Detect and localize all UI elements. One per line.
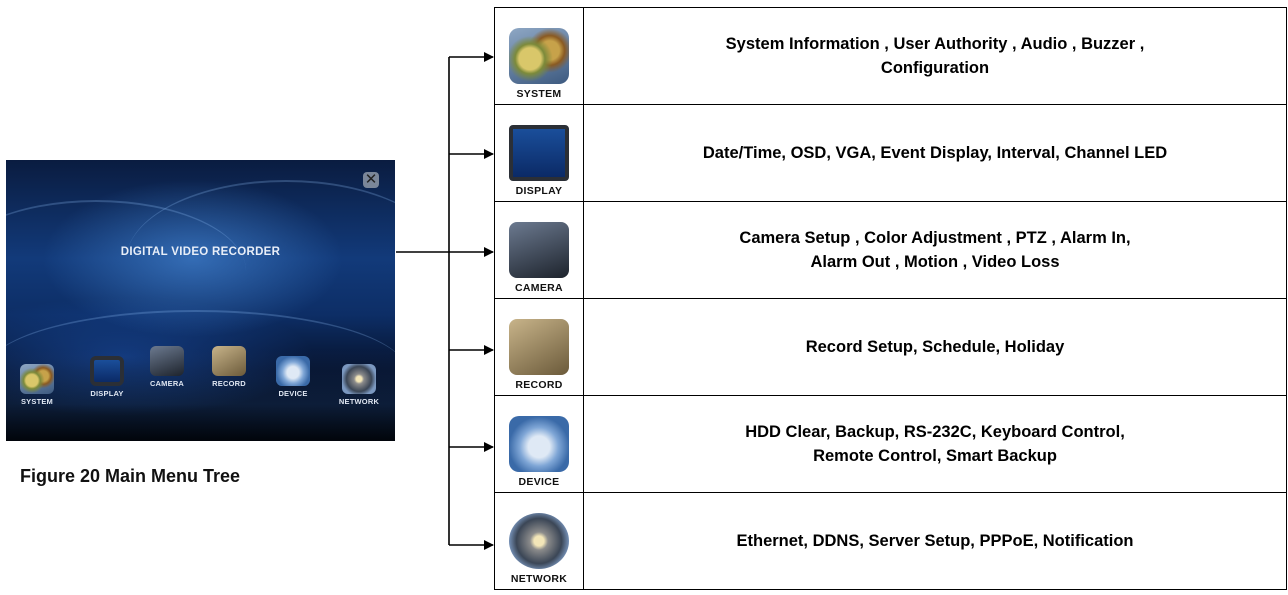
dvr-menu-label: NETWORK bbox=[338, 397, 380, 406]
record-icon bbox=[212, 346, 246, 376]
menu-row-network: NETWORK Ethernet, DDNS, Server Setup, PP… bbox=[494, 492, 1287, 590]
close-icon[interactable]: ✕ bbox=[363, 171, 379, 188]
menu-icon-cell: NETWORK bbox=[494, 492, 584, 590]
menu-description: Date/Time, OSD, VGA, Event Display, Inte… bbox=[583, 104, 1287, 202]
menu-row-device: DEVICE HDD Clear, Backup, RS-232C, Keybo… bbox=[494, 395, 1287, 493]
dvr-menu-label: SYSTEM bbox=[20, 397, 54, 406]
menu-icon-cell: DISPLAY bbox=[494, 104, 584, 202]
dvr-menu-record[interactable]: RECORD bbox=[198, 346, 260, 388]
disc-icon bbox=[509, 416, 569, 472]
dvr-menu-label: CAMERA bbox=[149, 379, 185, 388]
description-line: Configuration bbox=[880, 59, 990, 77]
monitor-icon bbox=[90, 356, 124, 386]
menu-row-record: RECORD Record Setup, Schedule, Holiday bbox=[494, 298, 1287, 396]
dvr-title: DIGITAL VIDEO RECORDER bbox=[120, 246, 281, 258]
description-line: HDD Clear, Backup, RS-232C, Keyboard Con… bbox=[745, 423, 1125, 441]
menu-description: System Information , User Authority , Au… bbox=[583, 7, 1287, 105]
gear-icon bbox=[20, 364, 54, 394]
dvr-menu-display[interactable]: DISPLAY bbox=[76, 356, 138, 398]
menu-description: Record Setup, Schedule, Holiday bbox=[583, 298, 1287, 396]
globe-icon bbox=[342, 364, 376, 394]
menu-icon-label: DEVICE bbox=[518, 476, 560, 488]
description-line: Record Setup, Schedule, Holiday bbox=[805, 338, 1065, 356]
menu-description: Camera Setup , Color Adjustment , PTZ , … bbox=[583, 201, 1287, 299]
record-icon bbox=[509, 319, 569, 375]
camera-icon bbox=[150, 346, 184, 376]
dvr-menu-camera[interactable]: CAMERA bbox=[136, 346, 198, 388]
description-line: Remote Control, Smart Backup bbox=[813, 447, 1057, 465]
background-streak bbox=[126, 180, 395, 342]
dvr-menu-device[interactable]: DEVICE bbox=[262, 356, 324, 398]
menu-icon-label: RECORD bbox=[515, 379, 563, 391]
menu-icon-cell: DEVICE bbox=[494, 395, 584, 493]
camera-icon bbox=[509, 222, 569, 278]
menu-icon-cell: RECORD bbox=[494, 298, 584, 396]
menu-description: HDD Clear, Backup, RS-232C, Keyboard Con… bbox=[583, 395, 1287, 493]
menu-icon-cell: CAMERA bbox=[494, 201, 584, 299]
background-streak bbox=[6, 200, 246, 342]
monitor-icon bbox=[509, 125, 569, 181]
description-line: Ethernet, DDNS, Server Setup, PPPoE, Not… bbox=[736, 532, 1134, 550]
dvr-menu-label: RECORD bbox=[212, 379, 246, 388]
dvr-menu-network[interactable]: NETWORK bbox=[328, 364, 390, 406]
description-line: Date/Time, OSD, VGA, Event Display, Inte… bbox=[702, 144, 1168, 162]
gear-icon bbox=[509, 28, 569, 84]
menu-description: Ethernet, DDNS, Server Setup, PPPoE, Not… bbox=[583, 492, 1287, 590]
menu-row-camera: CAMERA Camera Setup , Color Adjustment ,… bbox=[494, 201, 1287, 299]
dvr-menu-system[interactable]: SYSTEM bbox=[6, 364, 68, 406]
disc-icon bbox=[276, 356, 310, 386]
menu-tree-table: SYSTEM System Information , User Authori… bbox=[494, 7, 1287, 590]
dvr-menu-label: DEVICE bbox=[278, 389, 308, 398]
menu-icon-label: NETWORK bbox=[510, 573, 568, 585]
background-streak bbox=[6, 310, 395, 432]
description-line: Camera Setup , Color Adjustment , PTZ , … bbox=[739, 229, 1131, 247]
menu-row-display: DISPLAY Date/Time, OSD, VGA, Event Displ… bbox=[494, 104, 1287, 202]
menu-icon-label: CAMERA bbox=[515, 282, 563, 294]
menu-icon-label: DISPLAY bbox=[515, 185, 563, 197]
menu-icon-cell: SYSTEM bbox=[494, 7, 584, 105]
dvr-menu-label: DISPLAY bbox=[90, 389, 124, 398]
dvr-icon-tray bbox=[6, 349, 395, 441]
menu-icon-label: SYSTEM bbox=[516, 88, 562, 100]
description-line: Alarm Out , Motion , Video Loss bbox=[810, 253, 1060, 271]
globe-icon bbox=[509, 513, 569, 569]
figure-caption: Figure 20 Main Menu Tree bbox=[20, 466, 241, 486]
menu-row-system: SYSTEM System Information , User Authori… bbox=[494, 7, 1287, 105]
description-line: System Information , User Authority , Au… bbox=[725, 35, 1145, 53]
dvr-main-menu-screenshot: ✕ DIGITAL VIDEO RECORDER SYSTEM DISPLAY … bbox=[6, 160, 395, 441]
